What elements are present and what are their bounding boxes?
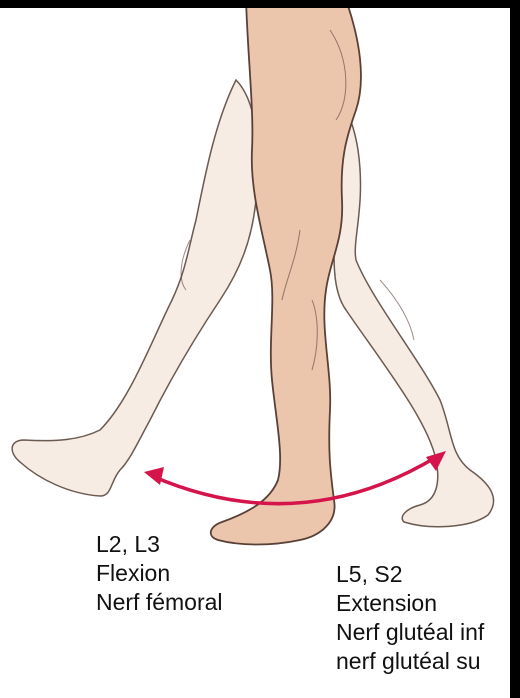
extension-label: L5, S2 Extension Nerf glutéal inf nerf g… [336, 560, 484, 676]
extension-nerve-line2: nerf glutéal su [336, 647, 484, 676]
extension-roots: L5, S2 [336, 560, 484, 589]
frame-border-right [510, 0, 520, 698]
frame-border-top [0, 0, 520, 8]
flexion-roots: L2, L3 [96, 530, 223, 559]
extension-movement: Extension [336, 589, 484, 618]
flexion-label: L2, L3 Flexion Nerf fémoral [96, 530, 223, 617]
flexion-nerve: Nerf fémoral [96, 588, 223, 617]
back-leg-flexion [12, 80, 258, 496]
flexion-movement: Flexion [96, 559, 223, 588]
extension-nerve-line1: Nerf glutéal inf [336, 618, 484, 647]
arrowhead-left [144, 467, 164, 485]
